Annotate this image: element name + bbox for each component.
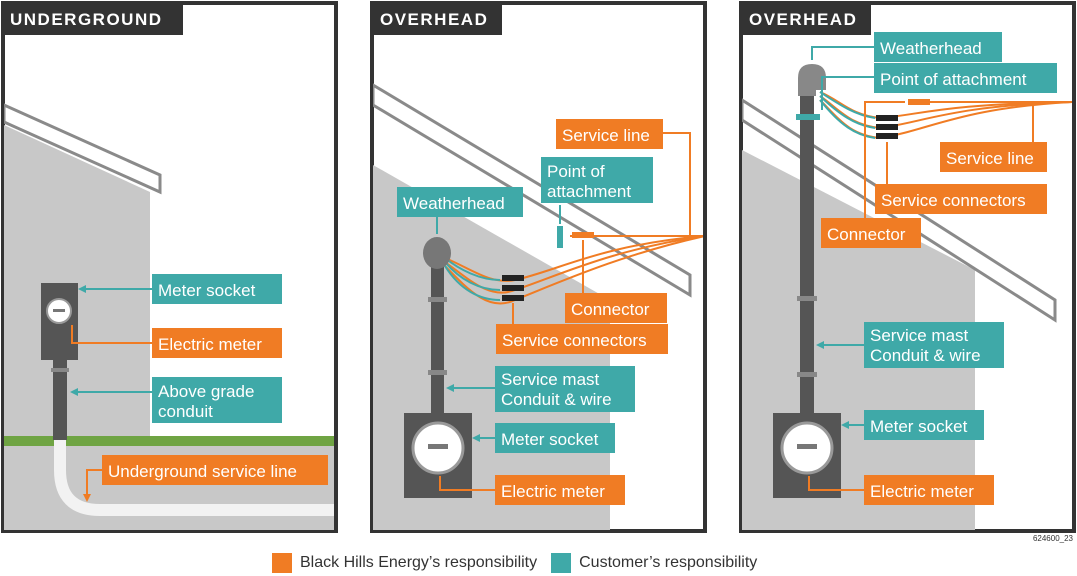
point-of-attachment-callout (874, 63, 1057, 93)
orange-swatch-icon (272, 553, 292, 573)
connector-callout (565, 293, 667, 323)
service-line-callout (556, 119, 663, 149)
legend-item-company: Black Hills Energy’s responsibility (272, 553, 537, 573)
service-mast-label-2: Conduit & wire (870, 346, 981, 365)
service-mast-callout (864, 322, 1004, 368)
connector-label: Connector (827, 225, 906, 244)
service-mast-label-1: Service mast (870, 326, 969, 345)
teal-swatch-icon (551, 553, 572, 573)
weatherhead-label: Weatherhead (880, 39, 982, 58)
meter-socket-label: Meter socket (501, 430, 599, 449)
service-connector (876, 115, 898, 121)
panel-title: OVERHEAD (380, 10, 488, 29)
electric-meter-label: Electric meter (870, 482, 974, 501)
service-connectors-callout (496, 324, 668, 354)
point-of-attachment-label-2: attachment (547, 182, 631, 201)
service-connectors-label: Service connectors (502, 331, 647, 350)
connector-sleeve (908, 99, 930, 105)
meter-socket-callout (152, 274, 282, 304)
weatherhead-icon (423, 237, 451, 269)
service-mast (800, 94, 814, 414)
meter-socket-label: Meter socket (158, 281, 256, 300)
service-connector (502, 295, 524, 301)
attachment-bracket (796, 114, 820, 120)
roof-edge (373, 83, 692, 298)
service-mast-label-1: Service mast (501, 370, 600, 389)
panel-overhead-2: OVERHEAD Weatherhead Point of attachment… (739, 1, 1076, 533)
electric-meter-label: Electric meter (158, 335, 262, 354)
service-connector (876, 124, 898, 130)
connector-label: Connector (571, 300, 650, 319)
panel-title-bg (741, 3, 871, 35)
underground-conduit (54, 440, 334, 516)
panel-underground: UNDERGROUND Meter socket Electric meter … (1, 1, 338, 533)
legend: Black Hills Energy’s responsibility Cust… (272, 553, 757, 573)
service-connector (876, 133, 898, 139)
service-line-label: Service line (562, 126, 650, 145)
meter-socket-label: Meter socket (870, 417, 968, 436)
house-wall (4, 125, 150, 440)
conduit-strap (51, 368, 69, 372)
service-mast-label-2: Conduit & wire (501, 390, 612, 409)
service-connectors-label: Service connectors (881, 191, 1026, 210)
point-of-attachment-label-1: Point of (547, 162, 605, 181)
panel-title-bg (372, 3, 502, 35)
underground-service-line-callout (102, 455, 328, 485)
point-of-attachment-label: Point of attachment (880, 70, 1027, 89)
panel-title-bg (3, 3, 183, 35)
legend-item-customer: Customer’s responsibility (551, 553, 757, 573)
legend-company-label: Black Hills Energy’s responsibility (300, 554, 538, 571)
above-grade-callout (152, 377, 282, 423)
electric-meter-callout (864, 475, 994, 505)
service-connector (502, 285, 524, 291)
electric-meter-callout (495, 475, 625, 505)
above-grade-label-1: Above grade (158, 382, 254, 401)
service-connector (502, 275, 524, 281)
service-mast (431, 262, 444, 417)
electric-meter-callout (152, 328, 282, 358)
service-mast-callout (495, 366, 635, 412)
service-line-label: Service line (946, 149, 1034, 168)
weatherhead-callout (397, 187, 523, 217)
conduit-pipe (53, 360, 67, 440)
connector-sleeve (572, 232, 594, 238)
attachment-bracket (557, 226, 563, 248)
meter-socket-callout (864, 410, 984, 440)
legend-customer-label: Customer’s responsibility (579, 554, 758, 571)
underground-service-line-label: Underground service line (108, 462, 297, 481)
above-grade-label-2: conduit (158, 402, 213, 421)
electric-meter-label: Electric meter (501, 482, 605, 501)
service-line-callout (940, 142, 1047, 172)
connector-callout (821, 218, 921, 248)
weatherhead-icon (798, 64, 826, 96)
weatherhead-callout (874, 32, 1002, 62)
service-connectors-callout (875, 184, 1047, 214)
panel-title: OVERHEAD (749, 10, 857, 29)
meter-socket-callout (495, 423, 615, 453)
weatherhead-label: Weatherhead (403, 194, 505, 213)
roof-edge (4, 103, 162, 195)
panel-overhead-1: OVERHEAD Service line Point of attachmen… (370, 1, 707, 533)
point-of-attachment-callout (541, 157, 653, 203)
grass-line (4, 436, 334, 446)
panel-title: UNDERGROUND (10, 10, 163, 29)
figure-code: 624600_23 (1032, 534, 1073, 543)
